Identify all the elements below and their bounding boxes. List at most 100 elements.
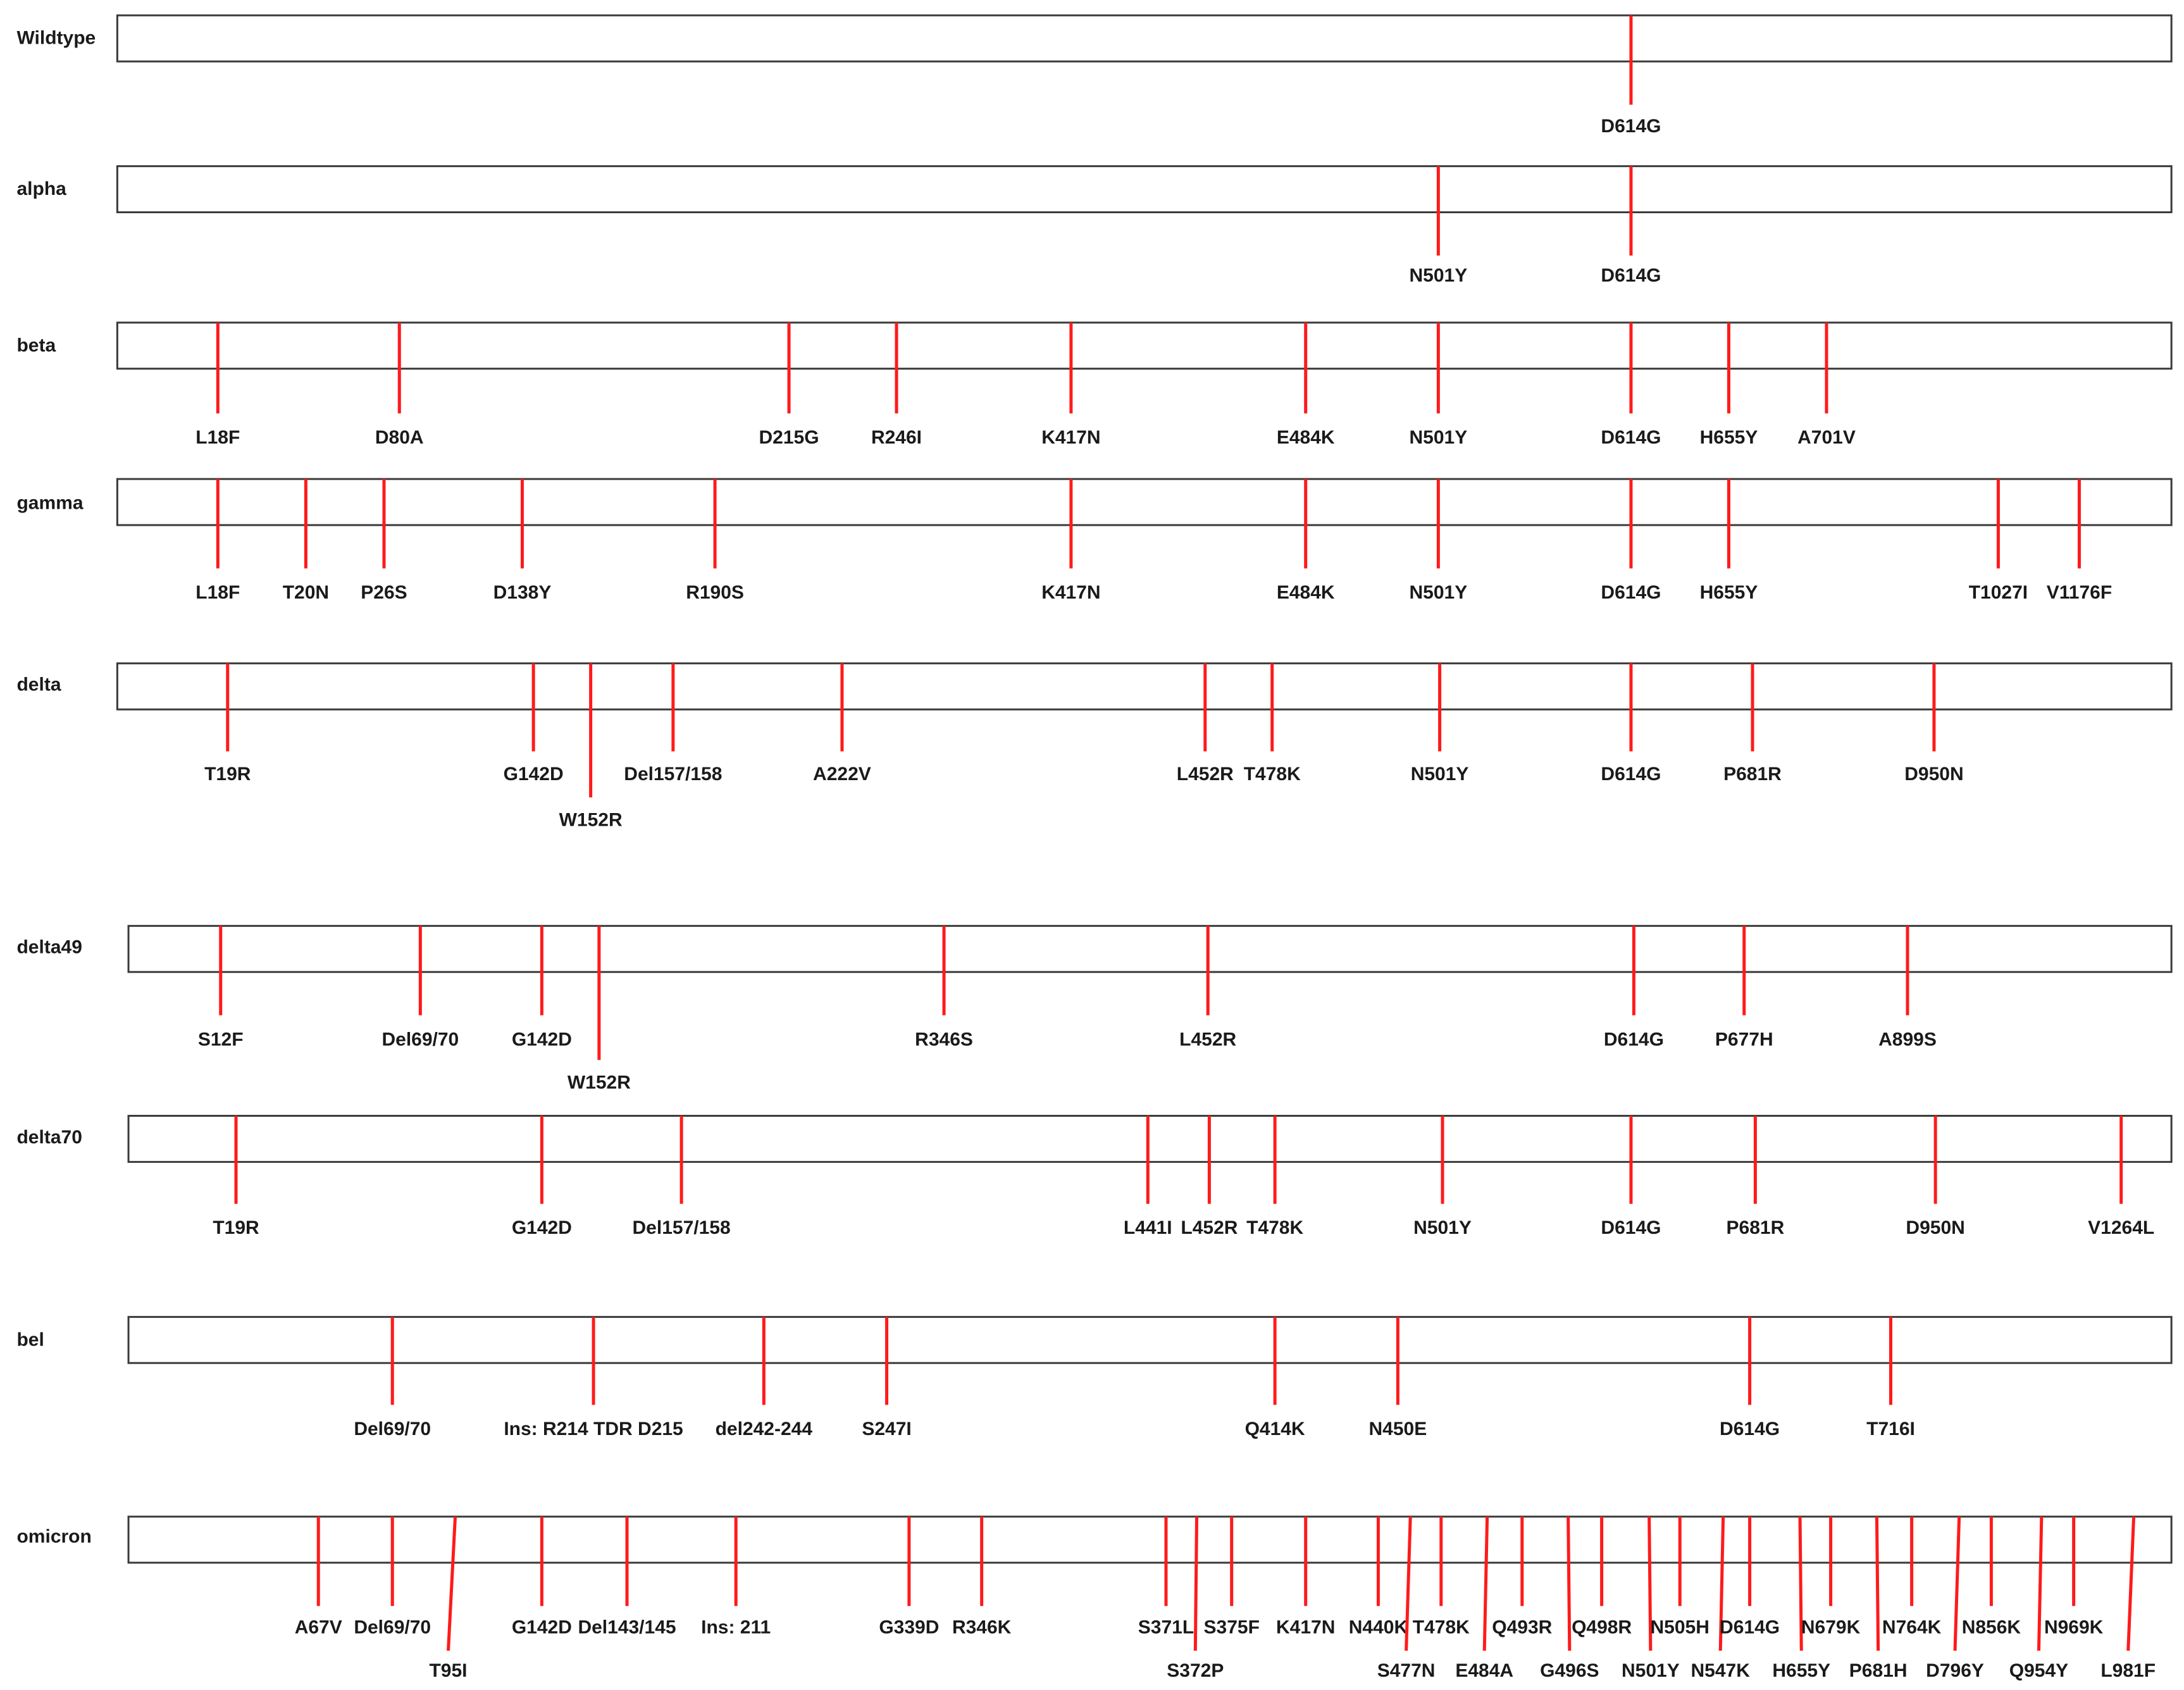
mutation-label-beta-r246i: R246I bbox=[871, 427, 922, 448]
mutation-label-delta49-d614g: D614G bbox=[1604, 1029, 1664, 1050]
mutation-line-omicron-s477n bbox=[1405, 1516, 1412, 1651]
mutation-label-delta49-s12f: S12F bbox=[198, 1029, 244, 1050]
mutation-label-wildtype-d614g: D614G bbox=[1601, 116, 1661, 137]
mutation-label-bel-q414k: Q414K bbox=[1245, 1419, 1305, 1439]
mutation-label-delta-p681r: P681R bbox=[1723, 764, 1782, 785]
mutation-label-delta49-g142d: G142D bbox=[512, 1029, 572, 1050]
variant-label-wildtype: Wildtype bbox=[16, 28, 96, 49]
mutation-label-delta70-t19r: T19R bbox=[213, 1217, 259, 1238]
mutation-label-delta70-l441i: L441I bbox=[1124, 1217, 1172, 1238]
mutation-label-delta49-r346s: R346S bbox=[915, 1029, 973, 1050]
mutation-label-gamma-l18f: L18F bbox=[195, 582, 240, 603]
variant-label-delta: delta bbox=[16, 674, 61, 695]
genome-bar-delta bbox=[116, 662, 2173, 711]
variant-label-beta: beta bbox=[16, 335, 56, 356]
mutation-label-omicron-n856k: N856K bbox=[1962, 1617, 2021, 1637]
mutation-label-delta-g142d: G142D bbox=[504, 764, 564, 785]
mutation-label-gamma-t20n: T20N bbox=[283, 582, 329, 603]
genome-bar-omicron bbox=[127, 1515, 2173, 1564]
variant-label-gamma: gamma bbox=[16, 493, 83, 514]
mutation-label-beta-e484k: E484K bbox=[1277, 427, 1335, 448]
mutation-label-gamma-n501y: N501Y bbox=[1410, 582, 1468, 603]
genome-bar-beta bbox=[116, 321, 2173, 370]
mutation-label-omicron-n679k: N679K bbox=[1801, 1617, 1861, 1637]
mutation-label-alpha-n501y: N501Y bbox=[1410, 265, 1468, 286]
variant-label-delta70: delta70 bbox=[16, 1127, 82, 1148]
mutation-label-omicron-e484a: E484A bbox=[1455, 1660, 1513, 1681]
mutation-label-beta-h655y: H655Y bbox=[1700, 427, 1758, 448]
mutation-label-omicron-g339d: G339D bbox=[879, 1617, 939, 1637]
mutation-label-beta-k417n: K417N bbox=[1041, 427, 1100, 448]
mutation-label-omicron-q493r: Q493R bbox=[1492, 1617, 1552, 1637]
mutation-line-omicron-n547k bbox=[1718, 1516, 1725, 1651]
mutation-label-omicron-s477n: S477N bbox=[1377, 1660, 1436, 1681]
mutation-label-delta-l452r: L452R bbox=[1177, 764, 1234, 785]
mutation-label-omicron-q498r: Q498R bbox=[1572, 1617, 1632, 1637]
mutation-label-delta70-d950n: D950N bbox=[1906, 1217, 1964, 1238]
genome-bar-delta70 bbox=[127, 1115, 2173, 1163]
mutation-label-omicron-s375f: S375F bbox=[1204, 1617, 1260, 1637]
mutation-label-delta70-del157-158: Del157/158 bbox=[633, 1217, 731, 1238]
mutation-label-omicron-d796y: D796Y bbox=[1926, 1660, 1984, 1681]
mutation-label-gamma-d138y: D138Y bbox=[493, 582, 552, 603]
mutation-label-beta-d215g: D215G bbox=[759, 427, 819, 448]
genome-bar-alpha bbox=[116, 165, 2173, 213]
mutation-label-gamma-k417n: K417N bbox=[1041, 582, 1100, 603]
mutation-label-gamma-p26s: P26S bbox=[361, 582, 407, 603]
mutation-line-omicron-q954y bbox=[2037, 1516, 2044, 1651]
mutation-label-omicron-n547k: N547K bbox=[1691, 1660, 1751, 1681]
mutation-label-bel-d614g: D614G bbox=[1720, 1419, 1780, 1439]
mutation-line-omicron-s372p bbox=[1193, 1516, 1199, 1651]
mutation-label-gamma-t1027i: T1027I bbox=[1969, 582, 2028, 603]
mutation-label-delta-del157-158: Del157/158 bbox=[624, 764, 722, 785]
mutation-label-bel-s247i: S247I bbox=[862, 1419, 911, 1439]
mutation-label-omicron-p681h: P681H bbox=[1849, 1660, 1908, 1681]
mutation-label-omicron-s372p: S372P bbox=[1167, 1660, 1224, 1681]
mutation-label-omicron-n764k: N764K bbox=[1882, 1617, 1942, 1637]
mutation-label-beta-a701v: A701V bbox=[1797, 427, 1856, 448]
mutation-label-beta-d80a: D80A bbox=[375, 427, 424, 448]
mutation-line-omicron-g496s bbox=[1567, 1516, 1572, 1651]
mutation-label-beta-l18f: L18F bbox=[195, 427, 240, 448]
mutation-label-omicron-del69-70: Del69/70 bbox=[354, 1617, 431, 1637]
variant-label-alpha: alpha bbox=[16, 178, 66, 199]
mutation-line-omicron-n501y bbox=[1647, 1516, 1653, 1651]
variant-label-bel: bel bbox=[16, 1329, 44, 1350]
mutation-label-omicron-t95i: T95I bbox=[429, 1660, 467, 1681]
mutation-label-omicron-del143-145: Del143/145 bbox=[578, 1617, 676, 1637]
mutation-label-delta-d950n: D950N bbox=[1904, 764, 1963, 785]
mutation-label-delta49-p677h: P677H bbox=[1715, 1029, 1773, 1050]
mutation-line-omicron-h655y bbox=[1798, 1516, 1803, 1651]
mutation-label-gamma-e484k: E484K bbox=[1277, 582, 1335, 603]
mutation-label-delta-a222v: A222V bbox=[813, 764, 871, 785]
mutation-label-beta-d614g: D614G bbox=[1601, 427, 1661, 448]
variant-label-delta49: delta49 bbox=[16, 937, 82, 958]
mutation-label-gamma-v1176f: V1176F bbox=[2047, 582, 2112, 603]
mutation-label-gamma-r190s: R190S bbox=[686, 582, 744, 603]
mutation-label-delta70-l452r: L452R bbox=[1181, 1217, 1238, 1238]
mutation-label-delta70-d614g: D614G bbox=[1601, 1217, 1661, 1238]
mutation-label-omicron-l981f: L981F bbox=[2100, 1660, 2156, 1681]
mutation-label-delta-d614g: D614G bbox=[1601, 764, 1661, 785]
mutation-label-omicron-g496s: G496S bbox=[1540, 1660, 1599, 1681]
mutation-label-bel-del242-244: del242-244 bbox=[716, 1419, 813, 1439]
mutation-label-bel-del69-70: Del69/70 bbox=[354, 1419, 431, 1439]
mutation-label-bel-t716i: T716I bbox=[1866, 1419, 1915, 1439]
mutation-label-delta70-p681r: P681R bbox=[1727, 1217, 1785, 1238]
mutation-line-omicron-t95i bbox=[447, 1516, 457, 1651]
mutation-label-omicron-n501y: N501Y bbox=[1622, 1660, 1680, 1681]
mutation-label-delta49-a899s: A899S bbox=[1878, 1029, 1937, 1050]
mutation-label-omicron-h655y: H655Y bbox=[1772, 1660, 1830, 1681]
mutation-label-gamma-h655y: H655Y bbox=[1700, 582, 1758, 603]
mutation-label-omicron-q954y: Q954Y bbox=[2009, 1660, 2068, 1681]
mutation-label-delta49-del69-70: Del69/70 bbox=[382, 1029, 459, 1050]
